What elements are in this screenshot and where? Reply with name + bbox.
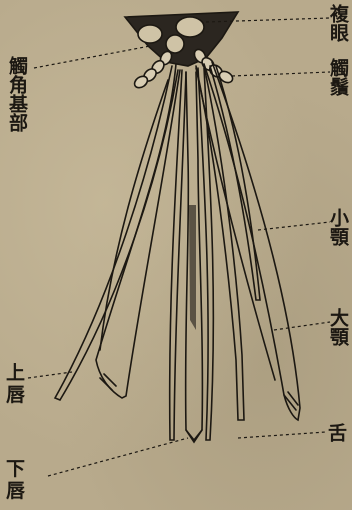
mandible-right-blade [204, 62, 300, 420]
label-labrum: 上唇 [6, 362, 30, 406]
labrum-blade [55, 66, 178, 400]
leader-tongue [238, 432, 326, 438]
leader-mandible [274, 322, 330, 330]
label-tongue: 舌 [325, 423, 347, 442]
compound-eye-left [138, 25, 162, 43]
tongue-center-fill [189, 205, 196, 330]
labium-left-blade [170, 70, 186, 440]
leader-antenna [232, 72, 330, 76]
label-maxilla: 小顎 [327, 208, 349, 246]
label-labium: 下唇 [6, 458, 30, 502]
leader-antenna-base [34, 46, 150, 68]
compound-eye-right [176, 17, 204, 37]
leader-labium [48, 438, 188, 476]
maxilla-left-blade [96, 64, 180, 398]
label-antenna-base: 觸角基部 [6, 56, 28, 132]
label-compound-eye: 複眼 [327, 4, 349, 42]
label-antenna: 觸鬚 [327, 58, 349, 96]
label-mandible: 大顎 [327, 308, 349, 346]
leader-maxilla [258, 222, 330, 230]
